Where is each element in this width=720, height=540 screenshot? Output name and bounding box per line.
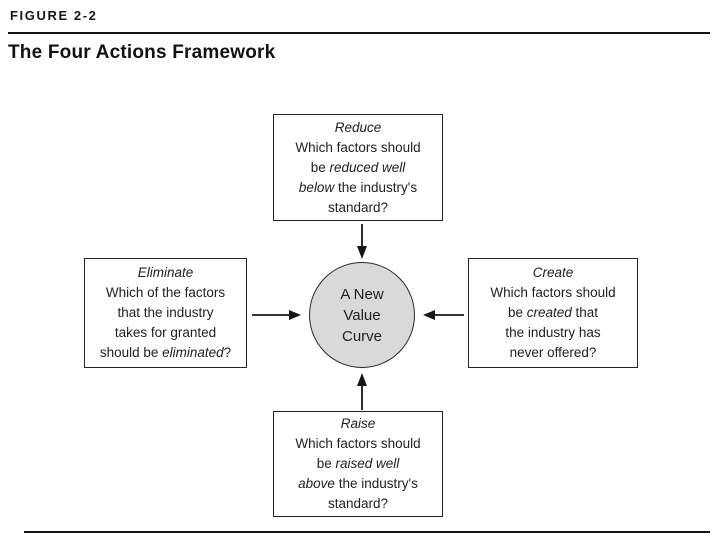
box-line: Which factors should (274, 434, 442, 454)
box-line: the industry has (469, 323, 637, 343)
box-text-segment: be (507, 305, 527, 320)
box-line: be raised well (274, 454, 442, 474)
box-line: that the industry (85, 303, 246, 323)
box-line: Which factors should (469, 283, 637, 303)
box-text-segment: created (526, 305, 572, 320)
box-line: Which of the factors (85, 283, 246, 303)
box-line: should be eliminated? (85, 343, 246, 363)
circle-text-line: A New (340, 285, 384, 303)
box-text-segment: above (298, 476, 335, 491)
box-text-segment: raised well (335, 456, 400, 471)
box-text-segment: Which factors should (295, 139, 421, 155)
new-value-curve-circle: A New Value Curve (309, 262, 415, 368)
arrow-eliminate-right-icon (252, 310, 301, 320)
box-line: Which factors should (274, 138, 442, 158)
box-text-segment: Which factors should (490, 285, 616, 300)
page-title: The Four Actions Framework (8, 42, 276, 63)
create-box: Create Which factors should be created t… (468, 258, 638, 368)
box-text-segment: below (298, 179, 335, 195)
create-box-title: Create (532, 265, 574, 280)
reduce-box: Reduce Which factors should be reduced w… (273, 114, 443, 221)
box-text-segment: the industry has (505, 325, 601, 340)
box-text-segment: that the industry (117, 305, 214, 320)
box-text-segment: should be (99, 345, 163, 360)
arrow-create-left-icon (423, 310, 464, 320)
reduce-box-title: Reduce (334, 119, 382, 135)
header-rule (8, 32, 710, 34)
box-text-segment: takes for granted (114, 325, 217, 340)
box-text-segment: that (571, 305, 599, 320)
box-text-segment: Which of the factors (105, 285, 226, 300)
raise-box-title: Raise (340, 416, 376, 431)
box-text-segment: eliminated (162, 345, 224, 360)
eliminate-box-title: Eliminate (137, 265, 194, 280)
box-text-segment: be (316, 456, 336, 471)
box-line: be created that (469, 303, 637, 323)
raise-box: Raise Which factors should be raised wel… (273, 411, 443, 517)
box-text-segment: Which factors should (295, 436, 421, 451)
box-text-segment: the industry's (334, 179, 418, 195)
box-line: standard? (274, 198, 442, 218)
box-line: below the industry's (274, 178, 442, 198)
box-text-segment: never offered? (509, 345, 597, 360)
arrow-raise-up-icon (357, 373, 367, 410)
figure-label: FIGURE 2-2 (10, 8, 98, 23)
box-line: takes for granted (85, 323, 246, 343)
box-line: never offered? (469, 343, 637, 363)
box-line: standard? (274, 494, 442, 514)
box-text-segment: be (310, 159, 330, 175)
box-text-segment: ? (223, 345, 232, 360)
circle-text-line: Curve (341, 327, 382, 345)
arrow-reduce-down-icon (357, 224, 367, 259)
circle-text-line: Value (343, 306, 381, 324)
bottom-rule (24, 531, 710, 533)
eliminate-box: Eliminate Which of the factors that the … (84, 258, 247, 368)
box-text-segment: reduced well (329, 159, 406, 175)
box-line: above the industry's (274, 474, 442, 494)
box-text-segment: the industry's (334, 476, 418, 491)
box-text-segment: standard? (327, 199, 389, 215)
box-line: be reduced well (274, 158, 442, 178)
box-text-segment: standard? (327, 496, 389, 511)
